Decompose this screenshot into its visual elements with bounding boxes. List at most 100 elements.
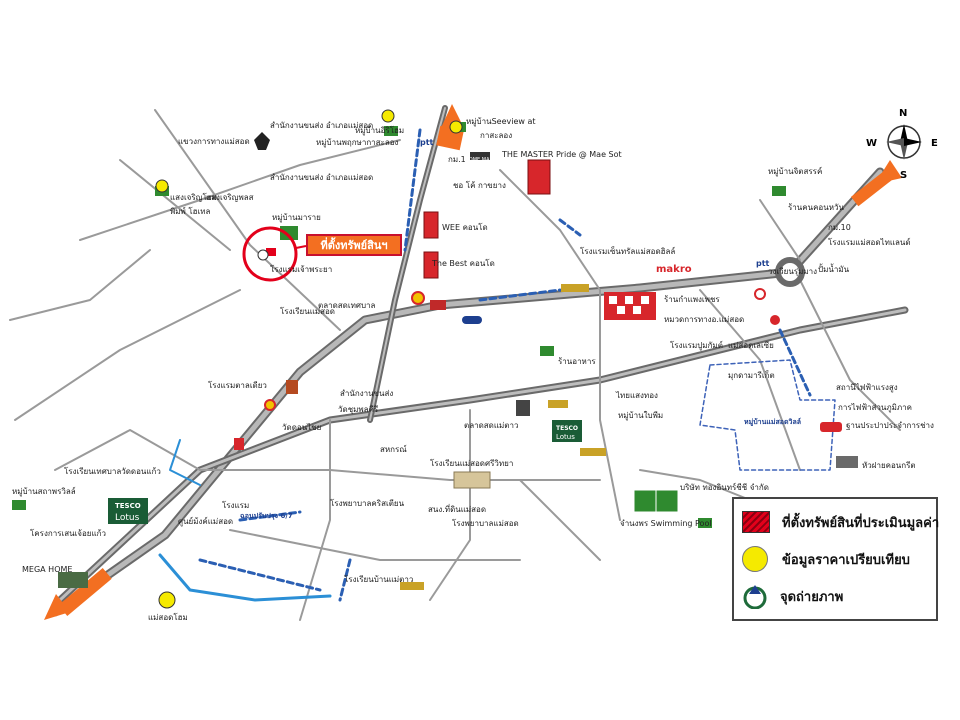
tesco-lotus-1-block — [108, 498, 148, 524]
building-wee-condo — [423, 211, 439, 239]
label-maesot-heights: หมู่บ้านแม่สอดวิลล์ — [744, 417, 801, 427]
highway-arrows — [44, 104, 902, 620]
blue-road-3 — [238, 510, 302, 522]
landmarks — [12, 122, 858, 590]
blue-road-6 — [558, 218, 582, 237]
photo-point-icon — [743, 585, 767, 609]
label-mudpo: ตลาดสดแม่ตาว — [464, 421, 518, 430]
label-ptt2: ptt — [756, 259, 770, 268]
highway-arrow-southwest — [44, 594, 70, 620]
map-legend: ที่ตั้งทรัพย์สินที่ประเมินมูลค่า ข้อมูลร… — [732, 497, 939, 621]
label-wat-ban2: วัดชุมพลคีรี — [338, 405, 379, 414]
label-school-wat: โรงเรียนเทศบาลวัดดอนแก้ว — [64, 466, 161, 476]
tesco-lotus-2-block — [552, 420, 582, 442]
label-jarun2: แสงเจริญพลส — [206, 193, 254, 202]
label-mahachai: ศูนย์ม้งค์แม่สอด — [178, 516, 233, 527]
blue-road-1 — [403, 128, 422, 252]
label-tesco1: TESCO — [115, 502, 141, 510]
label-irisome: หมู่บ้านอิริโฮม — [355, 125, 404, 136]
label-land-office: สำนักงานขนส่ง อำเภอแม่สอด — [270, 121, 373, 130]
hospital-block — [453, 471, 491, 489]
label-home-mart: HOME MART — [465, 157, 497, 163]
comparable-marker-site — [257, 249, 269, 261]
car-icon — [820, 422, 842, 432]
hotel-icon-3 — [234, 438, 244, 450]
label-seeview: หมู่บ้านSeeview at — [466, 117, 536, 127]
comparable-marker-north-2 — [449, 120, 463, 134]
label-lotus1: Lotus — [115, 513, 140, 523]
legend-subject-label: ที่ตั้งทรัพย์สินที่ประเมินมูลค่า — [782, 515, 940, 531]
water-canal — [158, 553, 332, 602]
label-cultural: โครงการเสนเจ้อยแก้ว — [30, 528, 106, 538]
house-icon-pool — [698, 518, 712, 528]
road-network — [9, 105, 909, 621]
label-highways-office: แขวงการทางแม่สอด — [178, 137, 250, 146]
label-swimming-pool: จำนงพร Swimming Pool — [620, 519, 712, 528]
garuda-emblem — [254, 132, 270, 150]
label-master-pride: THE MASTER Pride @ Mae Sot — [501, 150, 622, 159]
subject-property-callout: ที่ตั้งทรัพย์สินฯ — [306, 234, 402, 256]
blue-road-4 — [198, 558, 322, 592]
compass-n-label: N — [899, 108, 907, 119]
label-mae-sot-hospital: โรงพยาบาลแม่สอด — [452, 518, 519, 528]
school-icon-2 — [516, 400, 530, 416]
arch-building-3 — [400, 582, 424, 590]
market-block — [430, 300, 446, 310]
label-kongthon: หัวฝายคอนกรีต — [862, 461, 916, 470]
label-seeview-sub: กาสะลอง — [480, 131, 512, 140]
label-pruksa: หมู่บ้านพฤกษากาสะลอง — [316, 138, 399, 148]
roundabout — [775, 257, 805, 287]
comparable-markers — [155, 109, 463, 609]
legend-row-photo: จุดถ่ายภาพ — [742, 581, 843, 611]
label-hotel-pilot: พิมพ์ โฮเทล — [170, 206, 211, 216]
label-hotel-thai: โรงแรมเจ้าพระยา — [270, 264, 332, 274]
shell-icon-2 — [264, 399, 276, 411]
label-school-ban-kho: โรงเรียนบ้านแม่ตาว — [344, 574, 413, 584]
label-pom-nam: ปั้มน้ำมัน — [818, 263, 850, 274]
label-coop: สหกรณ์ — [380, 444, 407, 454]
comparable-marker-north-1 — [381, 109, 395, 123]
compass-rose: N S E W — [866, 108, 938, 181]
label-mae-sot-2: แม่สอดโฮม — [148, 612, 188, 622]
subdivision-outline — [699, 359, 836, 471]
label-land-office2: สำนักงานขนส่ง อำเภอแม่สอด — [270, 173, 373, 182]
label-hotel-thailand: โรงแรมแม่สอดไทแลนด์ — [828, 237, 911, 247]
ford-icon — [462, 316, 482, 324]
arch-building-4 — [580, 448, 606, 456]
subject-swatch-icon — [742, 511, 770, 533]
label-hotel-mae-sot: โรงแรม — [222, 500, 249, 510]
legend-photo-label: จุดถ่ายภาพ — [780, 589, 844, 605]
label-samnak: สำนักงานขนส่ง — [340, 389, 393, 398]
label-cooperative: การไฟฟ้าส่วนภูมิภาค — [838, 403, 912, 413]
label-best-condo: The Best คอนโด — [431, 258, 495, 268]
house-icon-irisome — [384, 126, 398, 136]
label-mae-sot-hospital2: สนง.ที่ดินแม่สอด — [428, 503, 486, 514]
arch-building-1 — [561, 284, 589, 292]
subject-property-marker — [242, 226, 307, 282]
legend-comparable-label: ข้อมูลราคาเปรียบเทียบ — [782, 552, 910, 568]
mega-home-block — [58, 572, 88, 588]
label-ptt1: ptt — [420, 138, 434, 147]
comparable-swatch-icon — [742, 546, 768, 572]
label-food-shop: ร้านอาหาร — [558, 357, 596, 366]
house-icon-rest — [540, 346, 554, 356]
label-lotus2: Lotus — [556, 433, 575, 441]
legend-row-comparable: ข้อมูลราคาเปรียบเทียบ — [742, 544, 910, 574]
label-km1: กม.1 — [448, 155, 466, 164]
building-best-condo — [423, 251, 439, 279]
label-circle-junction: วงเวียนรุ่มมาง — [768, 267, 817, 276]
legend-row-subject: ที่ตั้งทรัพย์สินที่ประเมินมูลค่า — [742, 507, 939, 537]
house-icon-jitsot — [772, 186, 786, 196]
label-centara: โรงแรมเซ็นทรัลแม่สอดฮิลล์ — [580, 246, 675, 256]
label-highway-dept: หมวดการทางอ.แม่สอด — [664, 315, 744, 324]
water-canal-2 — [169, 439, 201, 486]
blue-road-5 — [778, 328, 812, 397]
label-ban-jarun: แสงเจริญโฮม — [170, 192, 217, 202]
label-tesco2: TESCO — [556, 425, 578, 432]
compass-e-label: E — [931, 138, 938, 149]
school-icon-1 — [286, 380, 298, 394]
mitsubishi-icon — [770, 315, 780, 325]
label-moo-ban-khao: หมู่บ้านใบพีม — [618, 411, 663, 421]
